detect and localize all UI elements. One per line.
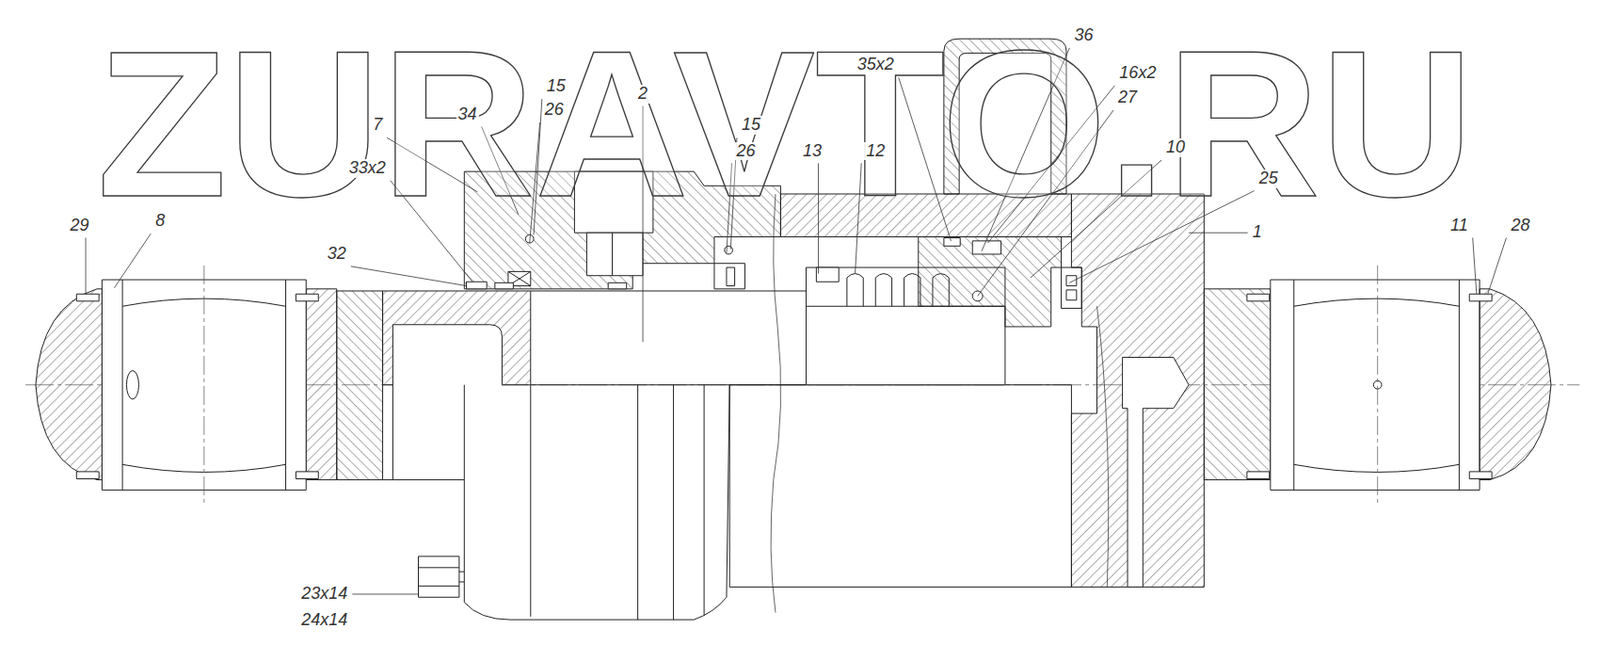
callout-number: 32 bbox=[325, 244, 349, 264]
callout-number: 27 bbox=[1116, 88, 1139, 108]
callout-number: 36 bbox=[1072, 26, 1095, 46]
callout-number: 10 bbox=[1164, 138, 1187, 158]
callout-number: 15 bbox=[739, 115, 763, 135]
leader-line bbox=[351, 266, 467, 287]
callout-number: 29 bbox=[68, 216, 92, 236]
callout-number: 1 bbox=[1250, 223, 1264, 242]
callout-number: 35x2 bbox=[855, 55, 896, 75]
callout-number: 26 bbox=[735, 142, 758, 161]
leader-line bbox=[85, 238, 87, 295]
leader-line bbox=[113, 233, 151, 288]
callout-number: 16x2 bbox=[1117, 64, 1158, 83]
callout-number: 7 bbox=[370, 115, 384, 135]
callout-number: 23x14 bbox=[299, 584, 350, 604]
callout-number: 15 bbox=[544, 77, 568, 96]
callout-number: 24x14 bbox=[299, 610, 350, 630]
callout-number: 13 bbox=[800, 142, 824, 161]
leader-line bbox=[1472, 238, 1477, 295]
leader-line bbox=[1188, 232, 1248, 234]
watermark: ZURAVTO.RU bbox=[96, 20, 1474, 228]
callout-number: 12 bbox=[864, 142, 887, 161]
callout-number: 11 bbox=[1448, 216, 1471, 236]
callout-number: 33x2 bbox=[347, 159, 388, 178]
leader-line bbox=[1488, 238, 1507, 295]
leader-line bbox=[352, 593, 418, 595]
callout-number: 28 bbox=[1508, 216, 1532, 236]
callout-number: 34 bbox=[456, 105, 480, 125]
callout-number: 8 bbox=[153, 211, 167, 231]
callout-number: 26 bbox=[543, 100, 566, 120]
callout-number: 2 bbox=[636, 84, 650, 104]
callout-number: 25 bbox=[1257, 169, 1280, 189]
